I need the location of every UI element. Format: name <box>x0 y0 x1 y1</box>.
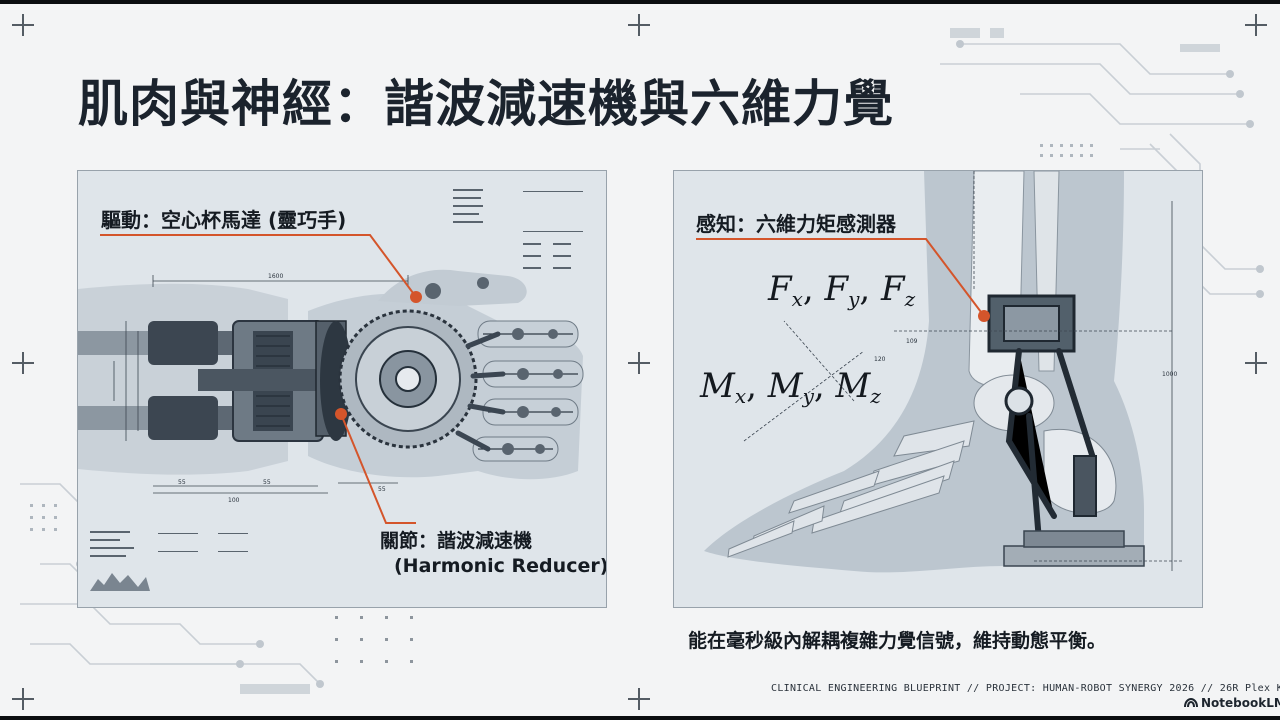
callout-drive-label: 驅動：空心杯馬達 (靈巧手) <box>101 208 347 232</box>
crosshair-mark-icon <box>12 14 34 36</box>
crosshair-mark-icon <box>628 352 650 374</box>
svg-text:109: 109 <box>906 338 918 345</box>
svg-text:55: 55 <box>378 486 386 493</box>
slide-caption: 能在毫秒級內解耦複雜力覺信號，維持動態平衡。 <box>688 630 1107 652</box>
crosshair-mark-icon <box>1245 352 1267 374</box>
notebooklm-logo-icon <box>1184 698 1198 708</box>
brand-label: NotebookLM <box>1201 696 1280 710</box>
svg-text:1600: 1600 <box>268 273 283 280</box>
svg-text:55: 55 <box>263 479 271 486</box>
force-components-formula: Fx, Fy, Fz <box>768 269 916 311</box>
moment-components-formula: Mx, My, Mz <box>700 366 881 408</box>
svg-text:55: 55 <box>178 479 186 486</box>
foot-xray-panel: 109 1000 120 感知：六維力矩感測器 Fx, Fy, Fz Mx, M… <box>673 170 1203 608</box>
svg-text:120: 120 <box>874 356 886 363</box>
slide-title: 肌肉與神經：諧波減速機與六維力覺 <box>78 75 894 133</box>
crosshair-mark-icon <box>628 14 650 36</box>
callout-sensor-label: 感知：六維力矩感測器 <box>696 212 896 236</box>
blueprint-footer: CLINICAL ENGINEERING BLUEPRINT // PROJEC… <box>771 683 1280 694</box>
slide: 肌肉與神經：諧波減速機與六維力覺 <box>0 4 1280 716</box>
crosshair-mark-icon <box>12 352 34 374</box>
crosshair-mark-icon <box>12 688 34 710</box>
callout-joint-english-label: (Harmonic Reducer) <box>394 555 607 577</box>
callout-joint-label: 關節：諧波減速機 <box>380 530 533 552</box>
hand-blueprint-panel: 1600 55 55 100 55 <box>77 170 607 608</box>
crosshair-mark-icon <box>628 688 650 710</box>
robot-hand-illustration: 1600 55 55 100 55 <box>78 189 584 591</box>
svg-text:1000: 1000 <box>1162 371 1177 378</box>
crosshair-mark-icon <box>1245 14 1267 36</box>
svg-text:100: 100 <box>228 497 240 504</box>
foot-xray-illustration: 109 1000 120 <box>696 171 1184 573</box>
notebooklm-brand: NotebookLM <box>1184 696 1280 710</box>
